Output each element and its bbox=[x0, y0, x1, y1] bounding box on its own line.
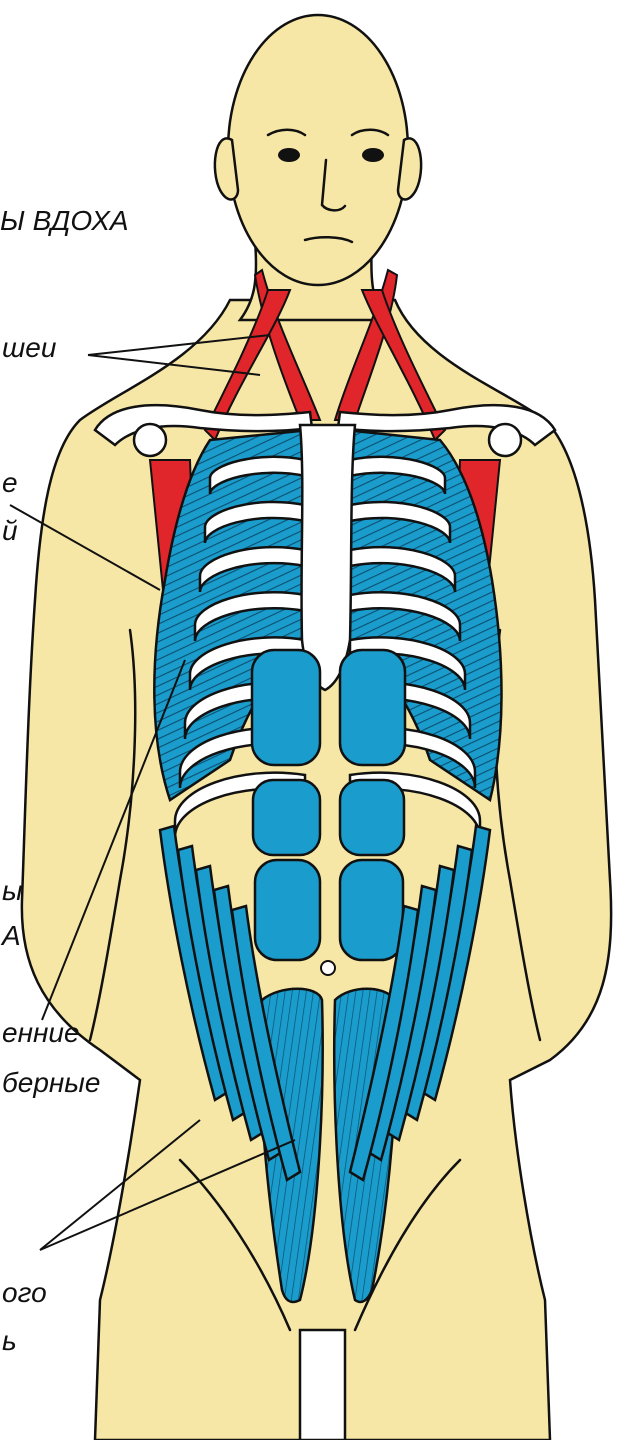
intercostal-label-line2: берные bbox=[2, 1067, 100, 1098]
scalene-label-line1: е bbox=[2, 467, 18, 498]
rectus-segment-3-left bbox=[255, 860, 320, 960]
rectus-segment-1-left bbox=[252, 650, 320, 765]
head bbox=[228, 15, 408, 285]
neck-muscles-label: шеи bbox=[2, 332, 57, 363]
inhale-heading: Ы ВДОХА bbox=[0, 205, 129, 236]
abdominal-label-line1: ого bbox=[2, 1277, 47, 1308]
rectus-segment-2-right bbox=[340, 780, 404, 855]
rectus-segment-2-left bbox=[253, 780, 320, 855]
groin-gap bbox=[300, 1330, 345, 1440]
right-eye bbox=[362, 148, 384, 162]
exhale-heading-line1: ы bbox=[2, 875, 23, 906]
scalene-label-line2: й bbox=[2, 515, 18, 546]
intercostal-label-line1: енние bbox=[2, 1017, 80, 1048]
left-shoulder-joint bbox=[134, 424, 166, 456]
exhale-heading-line2: А bbox=[0, 920, 21, 951]
left-eye bbox=[278, 148, 300, 162]
rectus-segment-3-right bbox=[340, 860, 403, 960]
rectus-segment-1-right bbox=[340, 650, 405, 765]
abdominal-label-line2: ь bbox=[2, 1325, 17, 1356]
navel bbox=[321, 961, 335, 975]
sternum bbox=[300, 425, 355, 690]
right-shoulder-joint bbox=[489, 424, 521, 456]
